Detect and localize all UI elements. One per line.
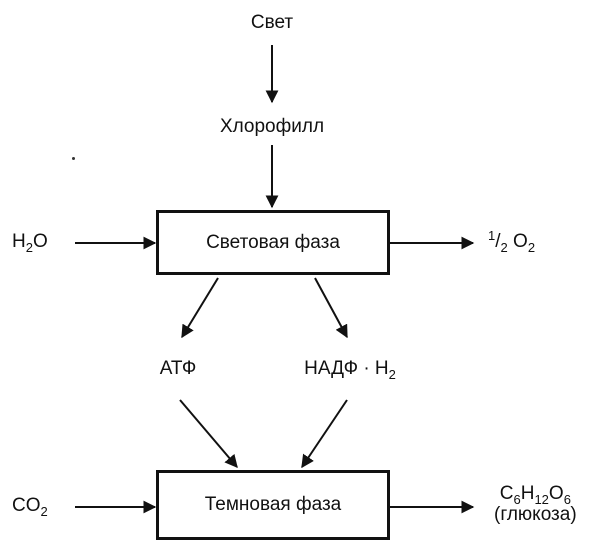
light-phase-label: Световая фаза	[206, 231, 340, 253]
arrow-light-phase-to-atp	[181, 277, 219, 339]
glucose-formula: C6H12O6	[499, 483, 571, 507]
glucose-label: C6H12O6 (глюкоза)	[494, 483, 577, 526]
arrow-nadph-to-dark-phase	[301, 399, 348, 469]
chlorophyll-label: Хлорофилл	[219, 116, 325, 137]
co2-label: CO2	[12, 495, 48, 519]
light-phase-box: Световая фаза	[156, 210, 390, 275]
print-speck	[72, 157, 75, 160]
water-label: H2O	[12, 231, 48, 255]
light-label: Свет	[250, 12, 294, 33]
arrow-light-phase-to-nadph	[314, 277, 348, 339]
nadph-label: НАДФ · Н2	[304, 358, 396, 382]
glucose-name: (глюкоза)	[494, 503, 577, 525]
dark-phase-label: Темновая фаза	[204, 494, 342, 515]
atp-label: АТФ	[159, 358, 197, 379]
arrow-atp-to-dark-phase	[179, 399, 238, 468]
oxygen-label: 1/2 O2	[488, 228, 536, 255]
dark-phase-box: Темновая фаза	[156, 470, 390, 540]
